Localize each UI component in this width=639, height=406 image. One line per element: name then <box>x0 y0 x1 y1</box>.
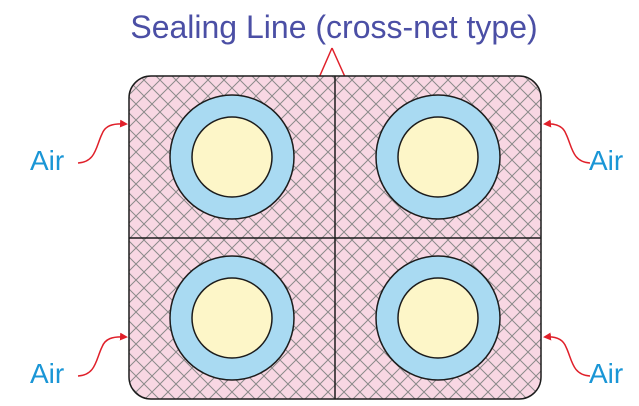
cell-core <box>397 116 479 198</box>
cell-bottom-right <box>375 255 501 381</box>
air-arrow <box>77 119 128 164</box>
air-label-bottom-left: Air <box>30 332 128 389</box>
cell-top-left <box>169 94 295 220</box>
air-arrow <box>543 332 591 377</box>
diagram-title: Sealing Line (cross-net type) <box>130 9 537 45</box>
air-label: Air <box>589 145 623 176</box>
air-arrow <box>77 332 128 377</box>
cell-bottom-left <box>169 255 295 381</box>
air-label: Air <box>30 145 64 176</box>
air-label-top-right: Air <box>543 119 623 176</box>
air-label-bottom-right: Air <box>543 332 623 389</box>
cell-core <box>397 277 479 359</box>
air-label: Air <box>589 358 623 389</box>
cell-top-right <box>375 94 501 220</box>
cell-core <box>191 277 273 359</box>
air-label-top-left: Air <box>30 119 128 176</box>
air-label: Air <box>30 358 64 389</box>
cell-core <box>191 116 273 198</box>
air-arrow <box>543 119 591 164</box>
